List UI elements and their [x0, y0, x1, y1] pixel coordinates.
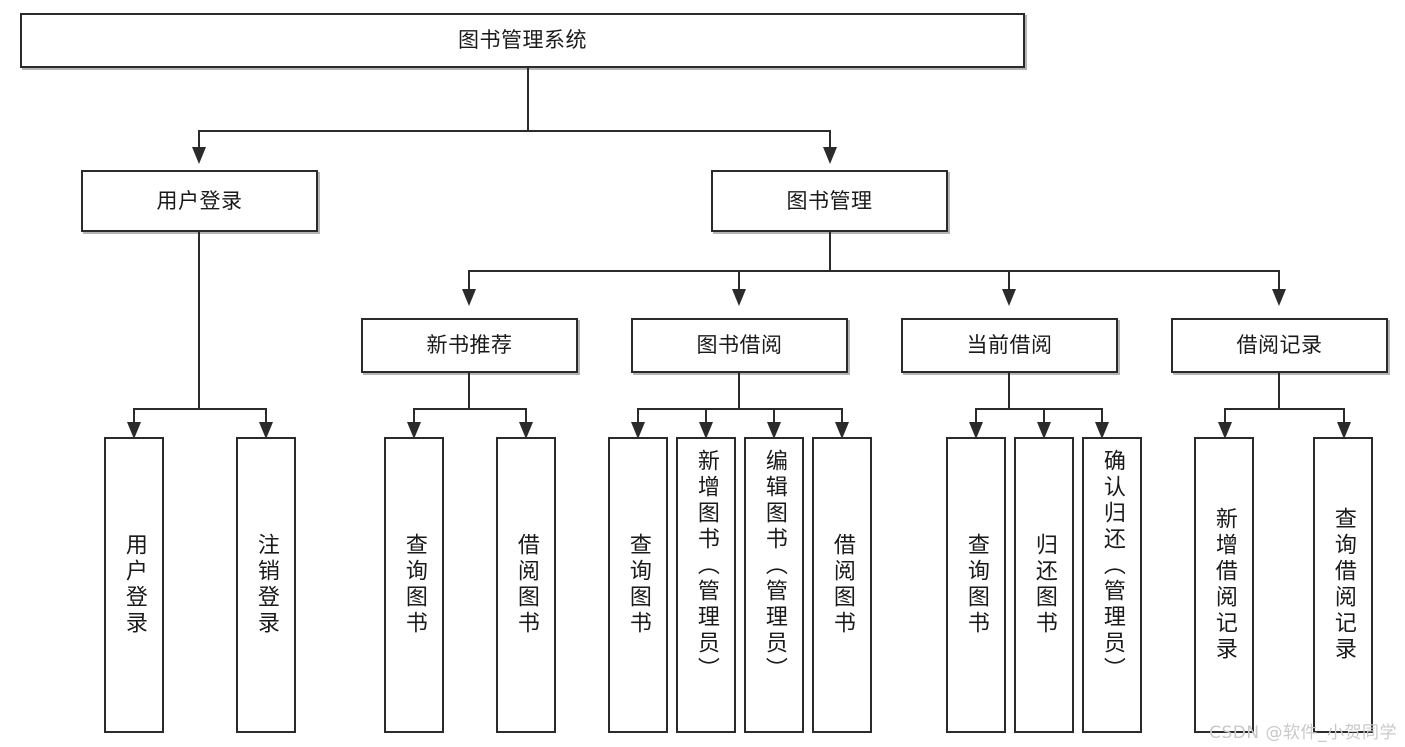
node-label: 注销登录 [253, 533, 279, 637]
connector-root-stem [527, 68, 529, 130]
node-user-login[interactable]: 用户登录 [81, 170, 318, 232]
arrowhead-root-to-book-management [823, 147, 837, 164]
connector-new-book-leaf-1 [413, 408, 415, 426]
leaf-new-book-query[interactable]: 查询图书 [384, 437, 444, 733]
arrowhead-new-book-leaf-2 [519, 422, 533, 439]
connector-new-book-stem [468, 373, 470, 408]
connector-to-current-borrow [1008, 270, 1010, 292]
node-label: 新书推荐 [426, 333, 513, 358]
arrowhead-user-login-leaf-2 [259, 422, 273, 439]
connector-current-borrow-leaf-1 [975, 408, 977, 426]
connector-borrow-record-stem [1278, 373, 1280, 408]
node-label: 归还图书 [1031, 533, 1057, 637]
connector-to-borrow-record [1278, 270, 1280, 292]
node-label: 当前借阅 [966, 333, 1053, 358]
arrowhead-to-current-borrow [1002, 289, 1016, 306]
node-label: 图书借阅 [696, 333, 783, 358]
connector-user-login-to-leaf-1 [133, 408, 135, 426]
arrowhead-to-book-borrow [732, 289, 746, 306]
node-current-borrow[interactable]: 当前借阅 [901, 318, 1118, 373]
leaf-current-borrow-confirm-return[interactable]: 确认归还（管理员） [1082, 437, 1142, 733]
connector-borrow-record-leaf-1 [1224, 408, 1226, 426]
node-root-book-management-system[interactable]: 图书管理系统 [20, 13, 1025, 68]
leaf-user-login-logout[interactable]: 注销登录 [236, 437, 296, 733]
node-label: 查询图书 [625, 533, 651, 637]
connector-to-new-book [468, 270, 470, 292]
arrowhead-to-borrow-record [1272, 289, 1286, 306]
arrowhead-borrow-record-leaf-2 [1337, 422, 1351, 439]
arrowhead-current-borrow-leaf-1 [969, 422, 983, 439]
connector-current-borrow-bar [975, 408, 1102, 410]
connector-user-login-to-leaf-2 [265, 408, 267, 426]
connector-current-borrow-leaf-2 [1043, 408, 1045, 426]
leaf-book-borrow-borrow[interactable]: 借阅图书 [812, 437, 872, 733]
leaf-current-borrow-query[interactable]: 查询图书 [946, 437, 1006, 733]
connector-to-book-borrow [738, 270, 740, 292]
node-label: 用户登录 [121, 533, 147, 637]
node-label: 借阅记录 [1236, 333, 1323, 358]
arrowhead-new-book-leaf-1 [407, 422, 421, 439]
leaf-new-book-borrow[interactable]: 借阅图书 [496, 437, 556, 733]
connector-borrow-record-leaf-2 [1343, 408, 1345, 426]
connector-root-to-book-management [829, 130, 831, 150]
arrowhead-current-borrow-leaf-3 [1095, 422, 1109, 439]
arrowhead-book-borrow-leaf-1 [631, 422, 645, 439]
connector-root-bar [198, 130, 830, 132]
node-label: 编辑图书（管理员） [761, 449, 787, 683]
node-label: 图书管理 [786, 188, 873, 213]
connector-book-borrow-leaf-4 [841, 408, 843, 426]
arrowhead-book-borrow-leaf-2 [699, 422, 713, 439]
arrowhead-root-to-user-login [192, 147, 206, 164]
arrowhead-book-borrow-leaf-4 [835, 422, 849, 439]
leaf-borrow-record-add[interactable]: 新增借阅记录 [1194, 437, 1254, 733]
node-label: 确认归还（管理员） [1099, 449, 1125, 683]
node-label: 新增借阅记录 [1211, 507, 1237, 663]
arrowhead-current-borrow-leaf-2 [1037, 422, 1051, 439]
node-label: 新增图书（管理员） [693, 449, 719, 683]
arrowhead-user-login-leaf-1 [127, 422, 141, 439]
connector-new-book-leaf-2 [525, 408, 527, 426]
node-label: 图书管理系统 [458, 28, 587, 53]
node-book-management[interactable]: 图书管理 [711, 170, 948, 232]
leaf-book-borrow-add[interactable]: 新增图书（管理员） [676, 437, 736, 733]
connector-current-borrow-stem [1008, 373, 1010, 408]
leaf-book-borrow-edit[interactable]: 编辑图书（管理员） [744, 437, 804, 733]
connector-root-to-user-login [198, 130, 200, 150]
connector-book-borrow-leaf-3 [773, 408, 775, 426]
node-new-book-recommend[interactable]: 新书推荐 [361, 318, 578, 373]
connector-book-borrow-bar [637, 408, 842, 410]
connector-current-borrow-leaf-3 [1101, 408, 1103, 426]
node-label: 查询借阅记录 [1330, 507, 1356, 663]
arrowhead-borrow-record-leaf-1 [1218, 422, 1232, 439]
leaf-borrow-record-query[interactable]: 查询借阅记录 [1313, 437, 1373, 733]
node-label: 借阅图书 [829, 533, 855, 637]
node-book-borrow[interactable]: 图书借阅 [631, 318, 848, 373]
node-label: 用户登录 [156, 188, 243, 213]
connector-user-login-bar [133, 408, 265, 410]
node-label: 查询图书 [401, 533, 427, 637]
connector-book-borrow-leaf-2 [705, 408, 707, 426]
leaf-book-borrow-query[interactable]: 查询图书 [608, 437, 668, 733]
leaf-current-borrow-return[interactable]: 归还图书 [1014, 437, 1074, 733]
connector-borrow-record-bar [1224, 408, 1343, 410]
csdn-watermark: CSDN @软件_小贺同学 [1209, 723, 1397, 743]
leaf-user-login-login[interactable]: 用户登录 [104, 437, 164, 733]
connector-new-book-bar [413, 408, 525, 410]
node-label: 查询图书 [963, 533, 989, 637]
node-label: 借阅图书 [513, 533, 539, 637]
arrowhead-to-new-book [462, 289, 476, 306]
connector-level3-bar [468, 270, 1279, 272]
node-borrow-record[interactable]: 借阅记录 [1171, 318, 1388, 373]
connector-book-borrow-stem [738, 373, 740, 408]
connector-book-borrow-leaf-1 [637, 408, 639, 426]
arrowhead-book-borrow-leaf-3 [767, 422, 781, 439]
connector-user-login-stem [198, 232, 200, 410]
connector-book-management-stem [829, 232, 831, 270]
